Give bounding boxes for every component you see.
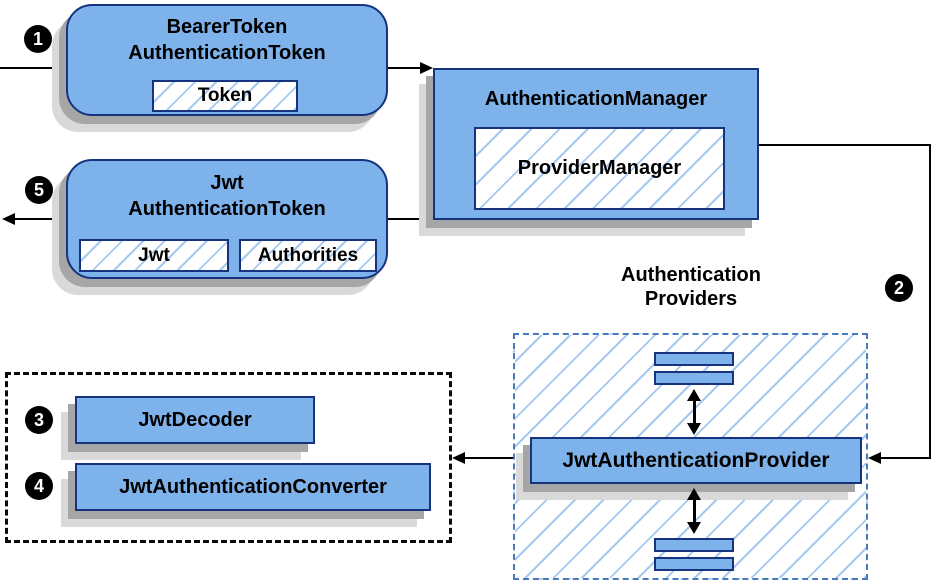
bidirectional-arrow-top bbox=[687, 389, 701, 435]
step-2-badge: 2 bbox=[885, 274, 913, 302]
arrowhead-down-icon bbox=[687, 522, 701, 534]
token-chip-label: Token bbox=[197, 85, 253, 106]
provider-stack-bar bbox=[654, 352, 734, 366]
jwt-authentication-token-box: Jwt AuthenticationToken Jwt Authorities bbox=[66, 159, 388, 279]
authentication-providers-group-box: JwtAuthenticationProvider bbox=[513, 333, 868, 580]
flow-line-manager-right bbox=[757, 144, 931, 146]
jwt-token-title-line2: AuthenticationToken bbox=[128, 198, 326, 220]
jwt-chip-label: Jwt bbox=[138, 244, 170, 266]
flow-line-manager-to-jwt-token bbox=[388, 218, 434, 220]
arrowhead-into-providers-icon bbox=[868, 452, 881, 464]
flow-line-response-out bbox=[15, 218, 66, 220]
flow-line-down-right-side bbox=[929, 144, 931, 459]
arrowhead-up-icon bbox=[687, 389, 701, 401]
authorities-chip: Authorities bbox=[239, 239, 377, 272]
bidirectional-arrow-bottom bbox=[687, 488, 701, 534]
provider-stack-bar bbox=[654, 371, 734, 385]
step-2-number: 2 bbox=[893, 277, 904, 298]
authorities-chip-label: Authorities bbox=[257, 244, 359, 266]
arrow-shaft bbox=[692, 401, 696, 423]
flow-line-into-providers bbox=[881, 457, 931, 459]
provider-stack-bar bbox=[654, 538, 734, 552]
authentication-providers-label: Authentication Providers bbox=[560, 263, 822, 311]
step-4-number: 4 bbox=[33, 475, 44, 496]
authentication-providers-label-line2: Providers bbox=[644, 288, 738, 310]
bearer-token-title-line2: AuthenticationToken bbox=[128, 42, 326, 64]
bearer-token-authentication-token-box: BearerToken AuthenticationToken Token bbox=[66, 4, 388, 116]
jwt-decoder-label: JwtDecoder bbox=[138, 408, 252, 431]
step-5-number: 5 bbox=[33, 179, 44, 200]
jwt-token-box-title: Jwt AuthenticationToken bbox=[68, 161, 386, 222]
flow-line-provider-to-resolvers bbox=[465, 457, 529, 459]
step-3-badge: 3 bbox=[25, 406, 53, 434]
jwt-authentication-provider-label: JwtAuthenticationProvider bbox=[562, 448, 830, 472]
jwt-chip: Jwt bbox=[79, 239, 229, 272]
step-5-badge: 5 bbox=[25, 176, 53, 204]
flow-line-request-in bbox=[0, 67, 66, 69]
jwt-decoder-box: JwtDecoder bbox=[75, 396, 315, 444]
jwt-authentication-provider-box: JwtAuthenticationProvider bbox=[530, 437, 862, 484]
arrowhead-into-resolvers-icon bbox=[452, 452, 465, 464]
jwt-authentication-converter-box: JwtAuthenticationConverter bbox=[75, 463, 431, 511]
authentication-providers-label-line1: Authentication bbox=[621, 264, 761, 286]
token-chip: Token bbox=[152, 80, 298, 112]
arrowhead-down-icon bbox=[687, 423, 701, 435]
jwt-authentication-converter-label: JwtAuthenticationConverter bbox=[119, 475, 387, 498]
authentication-manager-title: AuthenticationManager bbox=[484, 88, 708, 110]
arrowhead-response-out-icon bbox=[2, 213, 15, 225]
provider-manager-box: ProviderManager bbox=[474, 127, 725, 210]
flow-line-bearer-to-manager bbox=[388, 67, 422, 69]
step-1-badge: 1 bbox=[24, 25, 52, 53]
arrow-shaft bbox=[692, 500, 696, 522]
bearer-token-box-title: BearerToken AuthenticationToken bbox=[68, 6, 386, 66]
step-3-number: 3 bbox=[33, 409, 44, 430]
authentication-manager-box: AuthenticationManager ProviderManager bbox=[433, 68, 759, 220]
jwt-token-title-line1: Jwt bbox=[210, 172, 244, 194]
bearer-token-title-line1: BearerToken bbox=[166, 16, 288, 38]
provider-stack-bar bbox=[654, 557, 734, 571]
provider-manager-label: ProviderManager bbox=[517, 157, 682, 179]
step-4-badge: 4 bbox=[25, 472, 53, 500]
arrowhead-into-manager-icon bbox=[420, 62, 433, 74]
jwt-resolvers-group-box: JwtDecoder JwtAuthenticationConverter bbox=[5, 372, 452, 543]
arrowhead-up-icon bbox=[687, 488, 701, 500]
step-1-number: 1 bbox=[32, 28, 43, 49]
